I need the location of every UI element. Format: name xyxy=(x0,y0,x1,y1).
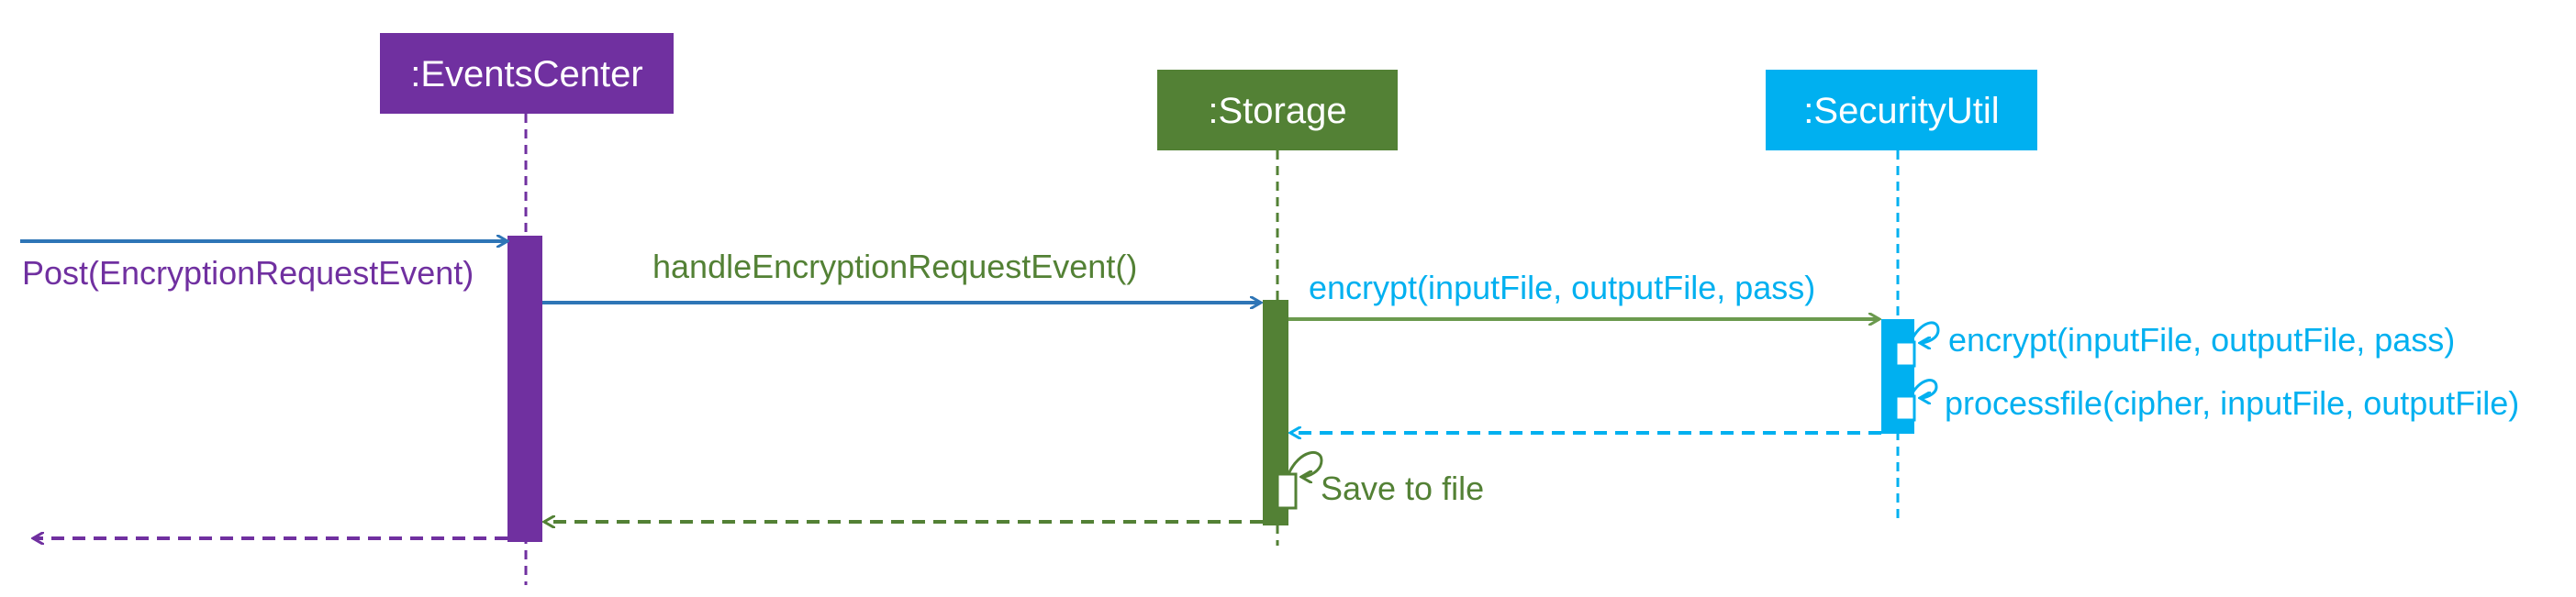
handle-event-label: handleEncryptionRequestEvent() xyxy=(652,248,1137,285)
participant-events-center-label: :EventsCenter xyxy=(410,54,642,94)
save-to-file-activation xyxy=(1276,472,1298,510)
events-center-activation xyxy=(507,236,542,542)
processfile-self-arrow xyxy=(1909,379,1938,398)
save-to-file-arrow xyxy=(1287,451,1323,477)
encrypt-self-label: encrypt(inputFile, outputFile, pass) xyxy=(1948,321,2455,359)
processfile-self-activation xyxy=(1894,394,1916,422)
encrypt-call-label: encrypt(inputFile, outputFile, pass) xyxy=(1309,269,1815,306)
participant-storage-label: :Storage xyxy=(1208,91,1346,131)
participant-security-util: :SecurityUtil xyxy=(1766,70,2037,150)
encrypt-self-arrow xyxy=(1909,321,1940,343)
encrypt-self-activation xyxy=(1894,340,1916,368)
save-to-file-label: Save to file xyxy=(1321,470,1484,507)
participant-storage: :Storage xyxy=(1157,70,1398,150)
participant-events-center: :EventsCenter xyxy=(380,33,674,114)
processfile-label: processfile(cipher, inputFile, outputFil… xyxy=(1945,384,2519,422)
participant-security-util-label: :SecurityUtil xyxy=(1803,91,1999,131)
post-event-label: Post(EncryptionRequestEvent) xyxy=(22,254,474,292)
